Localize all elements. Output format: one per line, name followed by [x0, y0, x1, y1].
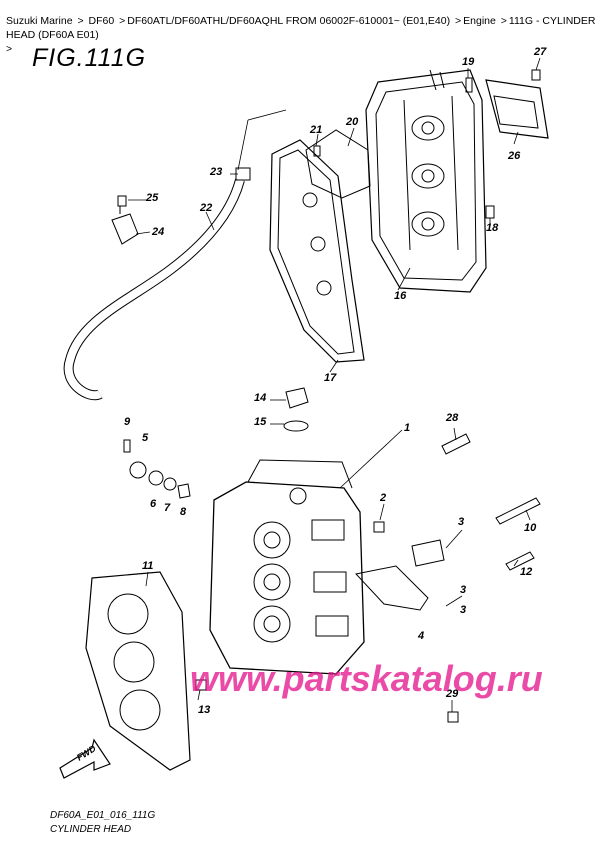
callout-27: 27 — [534, 46, 547, 58]
figure-caption: CYLINDER HEAD — [50, 824, 132, 835]
cover-plate-part — [485, 79, 549, 139]
bolt-9-part — [123, 439, 131, 453]
plate-part — [302, 129, 371, 296]
dowel-13-part — [195, 679, 207, 691]
callout-19: 19 — [462, 56, 475, 68]
callout-20: 20 — [346, 116, 359, 128]
breadcrumb-trailing: > — [6, 43, 13, 55]
cover-gasket-part — [269, 139, 365, 363]
sensor-part — [441, 433, 471, 455]
figure-title: FIG.111G — [32, 44, 147, 72]
callout-22: 22 — [200, 202, 213, 214]
callout-14: 14 — [254, 392, 267, 404]
leader-lines — [128, 57, 541, 712]
callout-24: 24 — [152, 226, 165, 238]
callout-9: 9 — [124, 416, 131, 428]
callout-1: 1 — [404, 422, 411, 434]
fwd-arrow-icon — [59, 738, 111, 779]
callout-23: 23 — [210, 166, 223, 178]
cylinder-head-part — [209, 459, 365, 675]
callout-4: 4 — [418, 630, 425, 642]
cap-part — [285, 387, 309, 409]
callout-15: 15 — [254, 416, 267, 428]
callout-7: 7 — [164, 502, 171, 514]
clamp-part — [111, 213, 139, 245]
breadcrumb-current: 111G - CYLINDER HEAD (DF60A E01) — [6, 15, 596, 41]
hose-part — [63, 178, 245, 401]
callout-18: 18 — [486, 222, 499, 234]
callout-25: 25 — [146, 192, 159, 204]
callout-3c: 3 — [460, 604, 467, 616]
breadcrumb-link-model[interactable]: DF60ATL/DF60ATHL/DF60AQHL FROM 06002F-61… — [127, 15, 451, 27]
breadcrumb-link-engine[interactable]: Engine — [463, 15, 496, 27]
callout-3b: 3 — [460, 584, 467, 596]
breadcrumb: Suzuki Marine > DF60 >DF60ATL/DF60ATHL/D… — [6, 15, 596, 55]
callout-11: 11 — [142, 560, 154, 572]
dowel-2-part — [373, 521, 385, 533]
bracket-part — [411, 539, 445, 567]
valve-cover-part — [365, 69, 487, 293]
callout-21: 21 — [310, 124, 323, 136]
watermark: www.partskatalog.ru — [190, 658, 543, 699]
callout-13: 13 — [198, 704, 211, 716]
breadcrumb-link-suzuki-marine[interactable]: Suzuki Marine — [6, 15, 73, 27]
head-gasket-part — [85, 571, 191, 771]
bolt-25-part — [117, 195, 127, 214]
callout-2: 2 — [380, 492, 387, 504]
callout-12: 12 — [520, 566, 533, 578]
callout-8: 8 — [180, 506, 187, 518]
bracket-4-part — [355, 565, 429, 611]
callout-26: 26 — [508, 150, 521, 162]
bolt-21-part — [313, 145, 321, 157]
dowel-29-part — [447, 711, 459, 723]
callout-29: 29 — [446, 688, 459, 700]
bolt-27-part — [531, 69, 541, 81]
figure-code: DF60A_E01_016_111G — [50, 810, 156, 821]
bolt-19-part — [465, 77, 473, 93]
callout-17: 17 — [324, 372, 337, 384]
callout-6: 6 — [150, 498, 157, 510]
bolt-18-part — [485, 205, 495, 219]
breadcrumb-link-df60[interactable]: DF60 — [88, 15, 115, 27]
o-ring-part — [283, 420, 309, 432]
washer-part — [129, 461, 147, 479]
callout-28: 28 — [446, 412, 459, 424]
callout-10: 10 — [524, 522, 537, 534]
callout-16: 16 — [394, 290, 407, 302]
bolt-12-part — [505, 551, 535, 571]
callout-5: 5 — [142, 432, 149, 444]
bolt-10-part — [495, 497, 541, 525]
callout-3a: 3 — [458, 516, 465, 528]
